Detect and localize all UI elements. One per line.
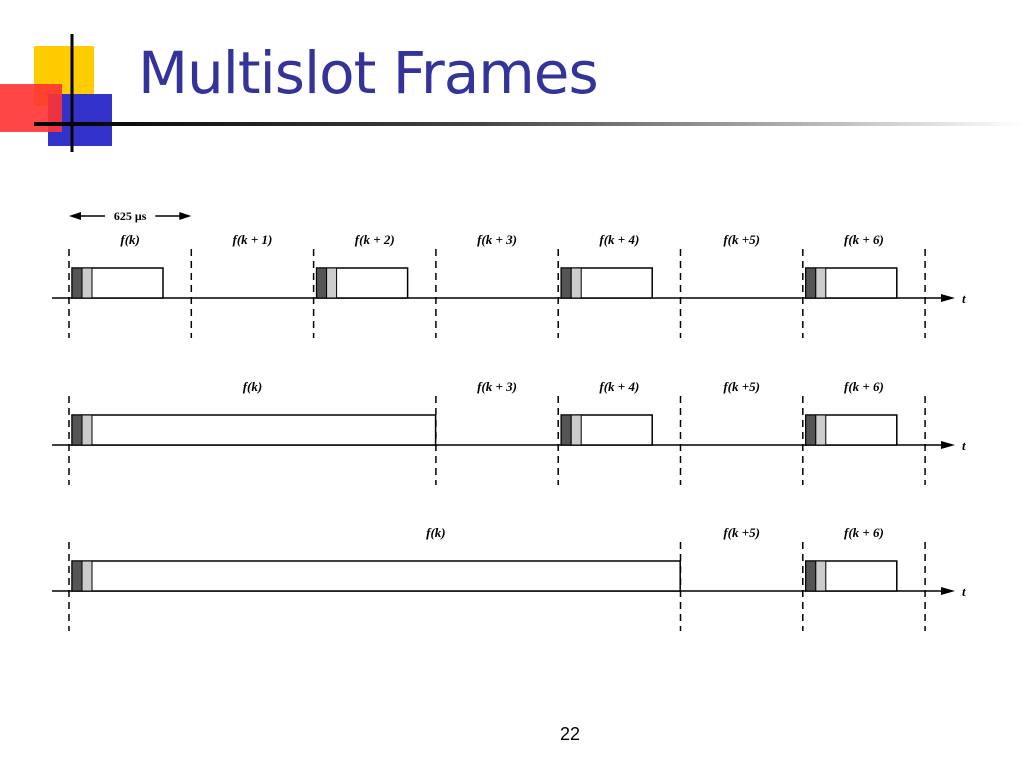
packet-access-code (805, 560, 817, 592)
time-axis-arrow (941, 294, 955, 302)
slot-label: f(k + 1) (232, 232, 272, 247)
slot-label: f(k + 6) (844, 232, 884, 247)
slot-label: f(k + 3) (477, 232, 517, 247)
time-axis-label: t (962, 438, 966, 453)
page-number: 22 (560, 724, 581, 744)
packet-access-code (805, 267, 817, 299)
packet-access-code (71, 414, 83, 446)
slot-label: f(k +5) (723, 525, 760, 540)
packet-access-code (560, 414, 572, 446)
duration-arrow-left-head (69, 212, 81, 220)
slot-label: f(k + 4) (599, 232, 639, 247)
packet-access-code (560, 267, 572, 299)
slot-label: f(k +5) (723, 379, 760, 394)
duration-arrow-right-head (179, 212, 192, 220)
slot-label: f(k) (120, 232, 140, 247)
slot-label: f(k) (426, 525, 446, 540)
packet-header (570, 267, 582, 299)
packet-header (81, 560, 93, 592)
packet-access-code (805, 414, 817, 446)
packet-header (81, 267, 93, 299)
packet-header (81, 414, 93, 446)
slot-label: f(k +5) (723, 232, 760, 247)
packet-box (71, 560, 681, 592)
time-axis-label: t (962, 291, 966, 306)
title-underline (34, 122, 1024, 126)
slot-duration-label: 625 μs (114, 209, 147, 223)
time-axis-arrow (941, 587, 955, 595)
packet-header (815, 414, 827, 446)
slot-label: f(k + 6) (844, 525, 884, 540)
time-axis-arrow (941, 441, 955, 449)
packet-box (71, 414, 437, 446)
logo-decoration (0, 34, 1024, 152)
packet-header (326, 267, 338, 299)
time-axis-label: t (962, 584, 966, 599)
packet-header (815, 560, 827, 592)
packet-access-code (71, 560, 83, 592)
slot-label: f(k + 2) (355, 232, 395, 247)
slot-label: f(k + 3) (477, 379, 517, 394)
packet-access-code (71, 267, 83, 299)
slide-title: Multislot Frames (138, 39, 599, 107)
slot-label: f(k + 6) (844, 379, 884, 394)
packet-header (570, 414, 582, 446)
packet-access-code (316, 267, 328, 299)
slot-label: f(k + 4) (599, 379, 639, 394)
packet-header (815, 267, 827, 299)
slot-label: f(k) (243, 379, 263, 394)
